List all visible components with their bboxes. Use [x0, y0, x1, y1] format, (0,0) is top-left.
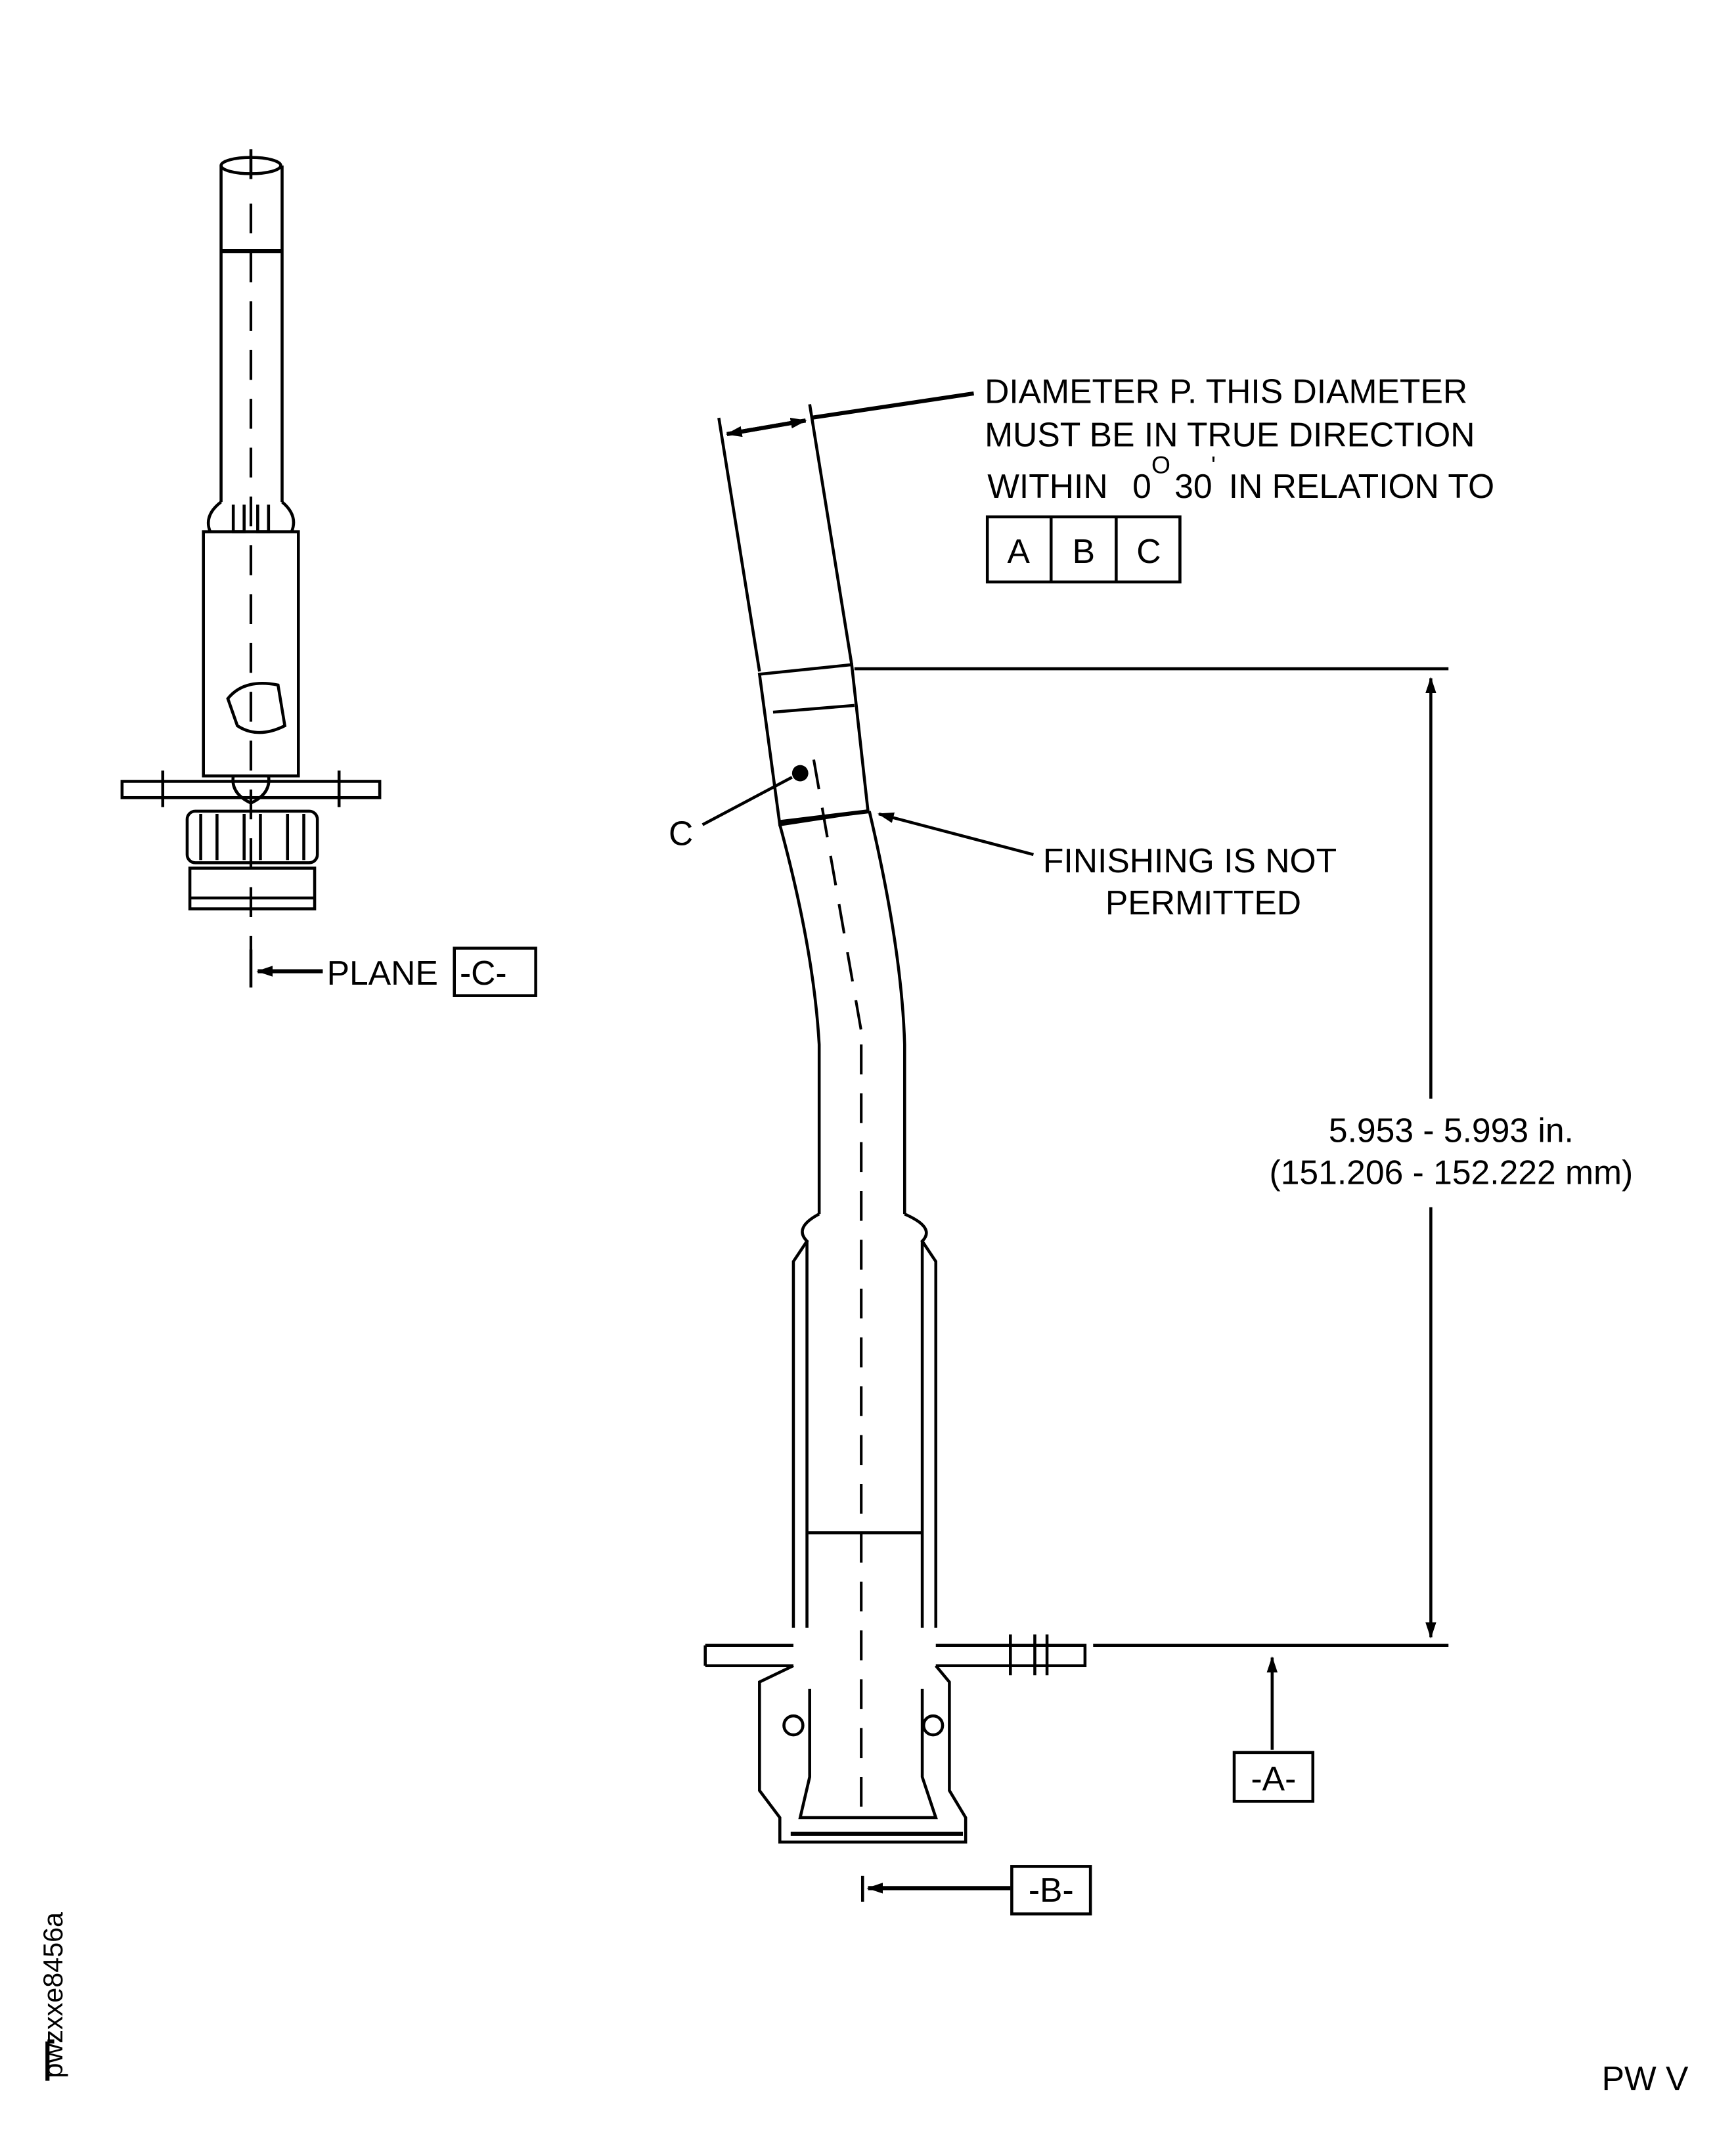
- figure-id: pwzxxe8456a: [38, 1912, 68, 2078]
- frame-datum-b: B: [1073, 532, 1095, 570]
- plane-label: PLANE: [327, 954, 438, 992]
- finishing-note-line2: PERMITTED: [1105, 884, 1301, 922]
- finishing-note-line1: FINISHING IS NOT: [1043, 841, 1337, 880]
- degree-mark: O: [1151, 451, 1170, 479]
- datum-b-label: -B-: [1029, 1871, 1074, 1909]
- frame-datum-a: A: [1007, 532, 1030, 570]
- frame-datum-c: C: [1136, 532, 1161, 570]
- dimension-mm: (151.206 - 152.222 mm): [1270, 1153, 1634, 1192]
- point-c-label: C: [669, 815, 693, 853]
- datum-a-label: -A-: [1251, 1760, 1296, 1798]
- diameter-note-line3-suffix: IN RELATION TO: [1229, 467, 1494, 505]
- diameter-note: DIAMETER P. THIS DIAMETER MUST BE IN TRU…: [985, 372, 1494, 584]
- diameter-note-line2: MUST BE IN TRUE DIRECTION: [985, 415, 1475, 453]
- dimension-inches: 5.953 - 5.993 in.: [1329, 1111, 1574, 1150]
- point-c-marker: [791, 765, 809, 782]
- diameter-note-line1: DIAMETER P. THIS DIAMETER: [985, 372, 1467, 410]
- diameter-note-line3-prefix: WITHIN: [987, 467, 1107, 505]
- angle-degrees: 0: [1132, 467, 1151, 505]
- side-view: PLANE -C-: [120, 149, 537, 997]
- figure-id-bracket: [45, 2039, 55, 2081]
- angle-minutes: 30: [1174, 467, 1212, 505]
- datum-reference-frame: A B C: [985, 515, 1182, 584]
- sheet-code: PW V: [1602, 2059, 1689, 2097]
- main-view: 5.953 - 5.993 in. (151.206 - 152.222 mm)…: [669, 391, 1634, 1915]
- minute-mark: ': [1211, 451, 1216, 479]
- datum-c-label: -C-: [460, 954, 507, 992]
